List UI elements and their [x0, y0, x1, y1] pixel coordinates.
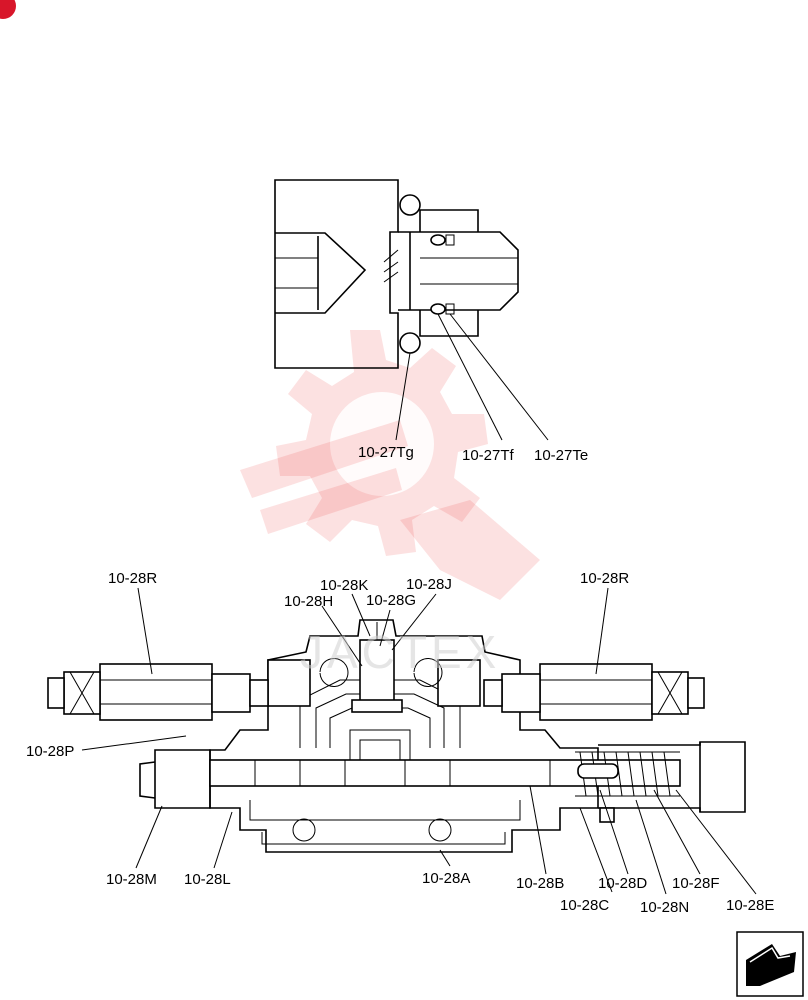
- lower-valve-drawing: [47, 587, 757, 895]
- callout-10-28h: 10-28H: [284, 593, 333, 610]
- callout-10-27tg: 10-27Tg: [358, 444, 414, 461]
- next-page-arrow-icon[interactable]: [736, 931, 804, 997]
- callout-10-27te: 10-27Te: [534, 447, 588, 464]
- callout-10-28a: 10-28A: [422, 870, 470, 887]
- callout-10-28j: 10-28J: [406, 576, 452, 593]
- callout-10-28c: 10-28C: [560, 897, 609, 914]
- callout-10-28r-right: 10-28R: [580, 570, 629, 587]
- callout-10-28d: 10-28D: [598, 875, 647, 892]
- callout-10-28l: 10-28L: [184, 871, 231, 888]
- callout-10-28r-left: 10-28R: [108, 570, 157, 587]
- upper-detail-drawing: [274, 179, 549, 441]
- callout-10-28f: 10-28F: [672, 875, 720, 892]
- red-badge-icon: [0, 0, 16, 19]
- callout-10-28b: 10-28B: [516, 875, 564, 892]
- watermark-logo: [240, 330, 540, 600]
- callout-10-28p: 10-28P: [26, 743, 74, 760]
- callout-labels: 10-27Tg 10-27Tf 10-27Te 10-28R 10-28R 10…: [26, 444, 774, 916]
- callout-10-28g: 10-28G: [366, 592, 416, 609]
- callout-10-27tf: 10-27Tf: [462, 447, 515, 464]
- callout-10-28e: 10-28E: [726, 897, 774, 914]
- watermark-text: JACTEX: [300, 626, 500, 678]
- callout-10-28n: 10-28N: [640, 899, 689, 916]
- callout-10-28k: 10-28K: [320, 577, 368, 594]
- callout-10-28m: 10-28M: [106, 871, 157, 888]
